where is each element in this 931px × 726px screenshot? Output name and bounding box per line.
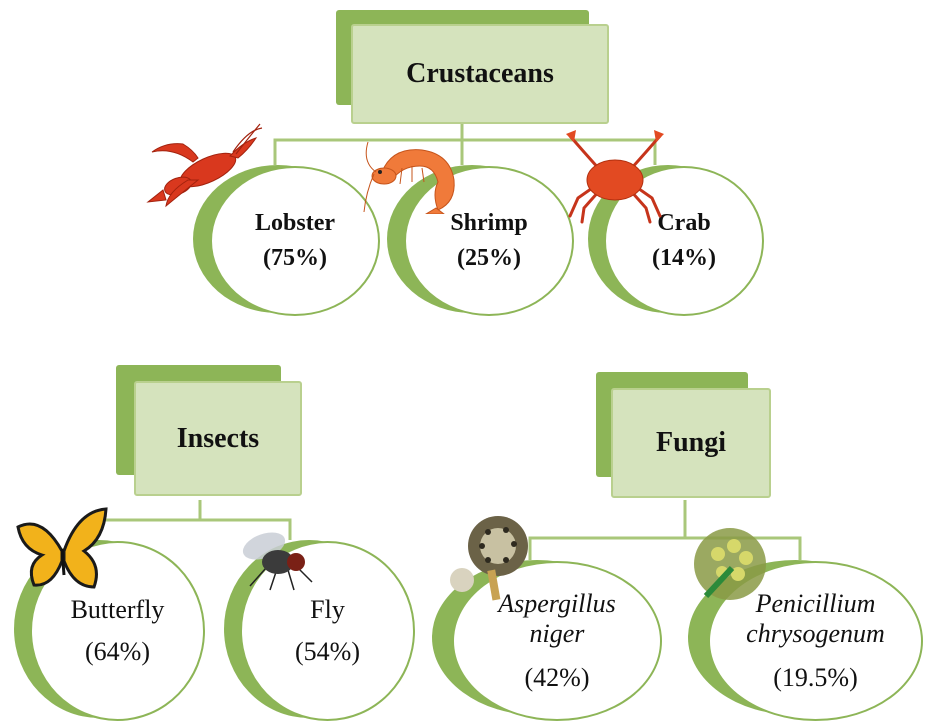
crab-value: (14%) [652,245,716,272]
shrimp-label: Shrimp [450,210,527,237]
lobster-value: (75%) [263,245,327,272]
lobster-icon [138,122,263,210]
insects-header: Insects [134,381,302,496]
penicillium-label-line2: chrysogenum [746,619,885,649]
penicillium-icon [688,524,770,606]
crab-icon [560,128,670,224]
aspergillus-label-line2: niger [530,619,585,649]
fungi-header: Fungi [611,388,771,498]
crustaceans-header: Crustaceans [351,24,609,124]
insects-title: Insects [177,423,259,455]
lobster-label: Lobster [255,210,335,237]
butterfly-label: Butterfly [71,595,165,625]
shrimp-icon [362,132,464,214]
fly-icon [236,522,322,592]
penicillium-value: (19.5%) [773,663,857,693]
fungi-title: Fungi [656,427,726,459]
aspergillus-value: (42%) [525,663,590,693]
butterfly-value: (64%) [85,637,150,667]
butterfly-icon [12,505,112,597]
crustaceans-title: Crustaceans [406,58,554,90]
shrimp-value: (25%) [457,245,521,272]
fly-value: (54%) [295,637,360,667]
penicillium-label-line1: Penicillium [756,589,876,619]
fly-label: Fly [310,595,345,625]
aspergillus-icon [448,512,530,602]
